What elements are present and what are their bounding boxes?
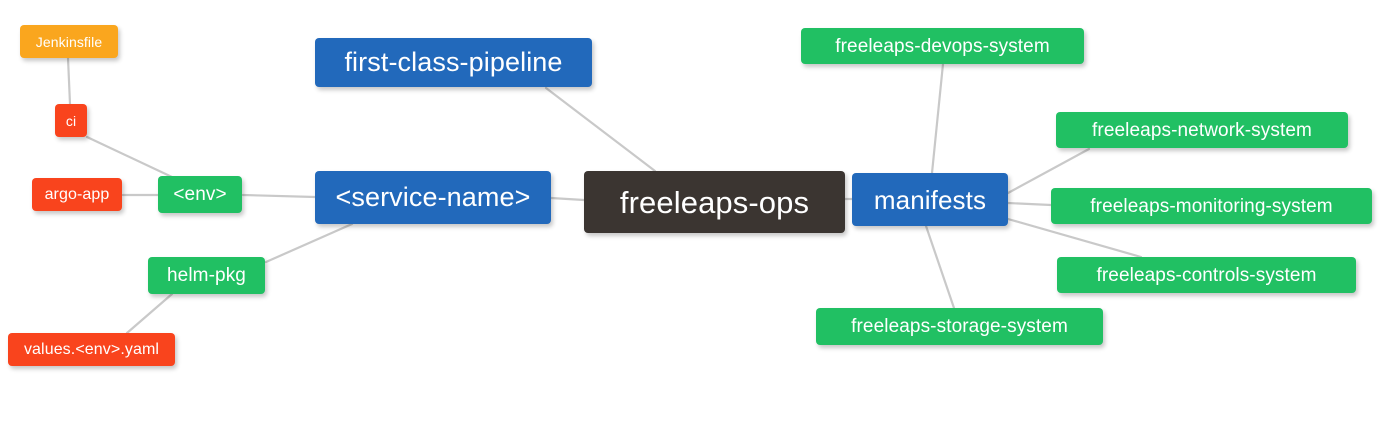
node-argo[interactable]: argo-app: [32, 178, 122, 211]
node-helm[interactable]: helm-pkg: [148, 257, 265, 294]
edge-manifests-to-monitoring: [1006, 201, 1053, 207]
edge-manifests-to-network: [1006, 147, 1091, 195]
edge-manifests-to-controls: [1006, 217, 1143, 259]
node-root[interactable]: freeleaps-ops: [584, 171, 845, 233]
node-ci[interactable]: ci: [55, 104, 87, 137]
node-jenkins[interactable]: Jenkinsfile: [20, 25, 118, 58]
node-svc[interactable]: <service-name>: [315, 171, 551, 224]
edge-root-to-fcp: [544, 86, 657, 173]
edge-env-to-ci: [85, 135, 174, 179]
node-devops[interactable]: freeleaps-devops-system: [801, 28, 1084, 64]
edge-svc-to-env: [241, 193, 317, 199]
node-monitoring[interactable]: freeleaps-monitoring-system: [1051, 188, 1372, 224]
edge-manifests-to-storage: [924, 224, 956, 310]
node-fcp[interactable]: first-class-pipeline: [315, 38, 592, 87]
edge-svc-to-helm: [264, 222, 354, 264]
node-values[interactable]: values.<env>.yaml: [8, 333, 175, 366]
edge-ci-to-jenkins: [66, 56, 72, 106]
edge-helm-to-values: [125, 292, 174, 335]
node-controls[interactable]: freeleaps-controls-system: [1057, 257, 1356, 293]
edge-manifests-to-devops: [930, 62, 945, 175]
node-manifests[interactable]: manifests: [852, 173, 1008, 226]
node-env[interactable]: <env>: [158, 176, 242, 213]
edge-root-to-svc: [549, 196, 586, 202]
node-network[interactable]: freeleaps-network-system: [1056, 112, 1348, 148]
node-storage[interactable]: freeleaps-storage-system: [816, 308, 1103, 345]
